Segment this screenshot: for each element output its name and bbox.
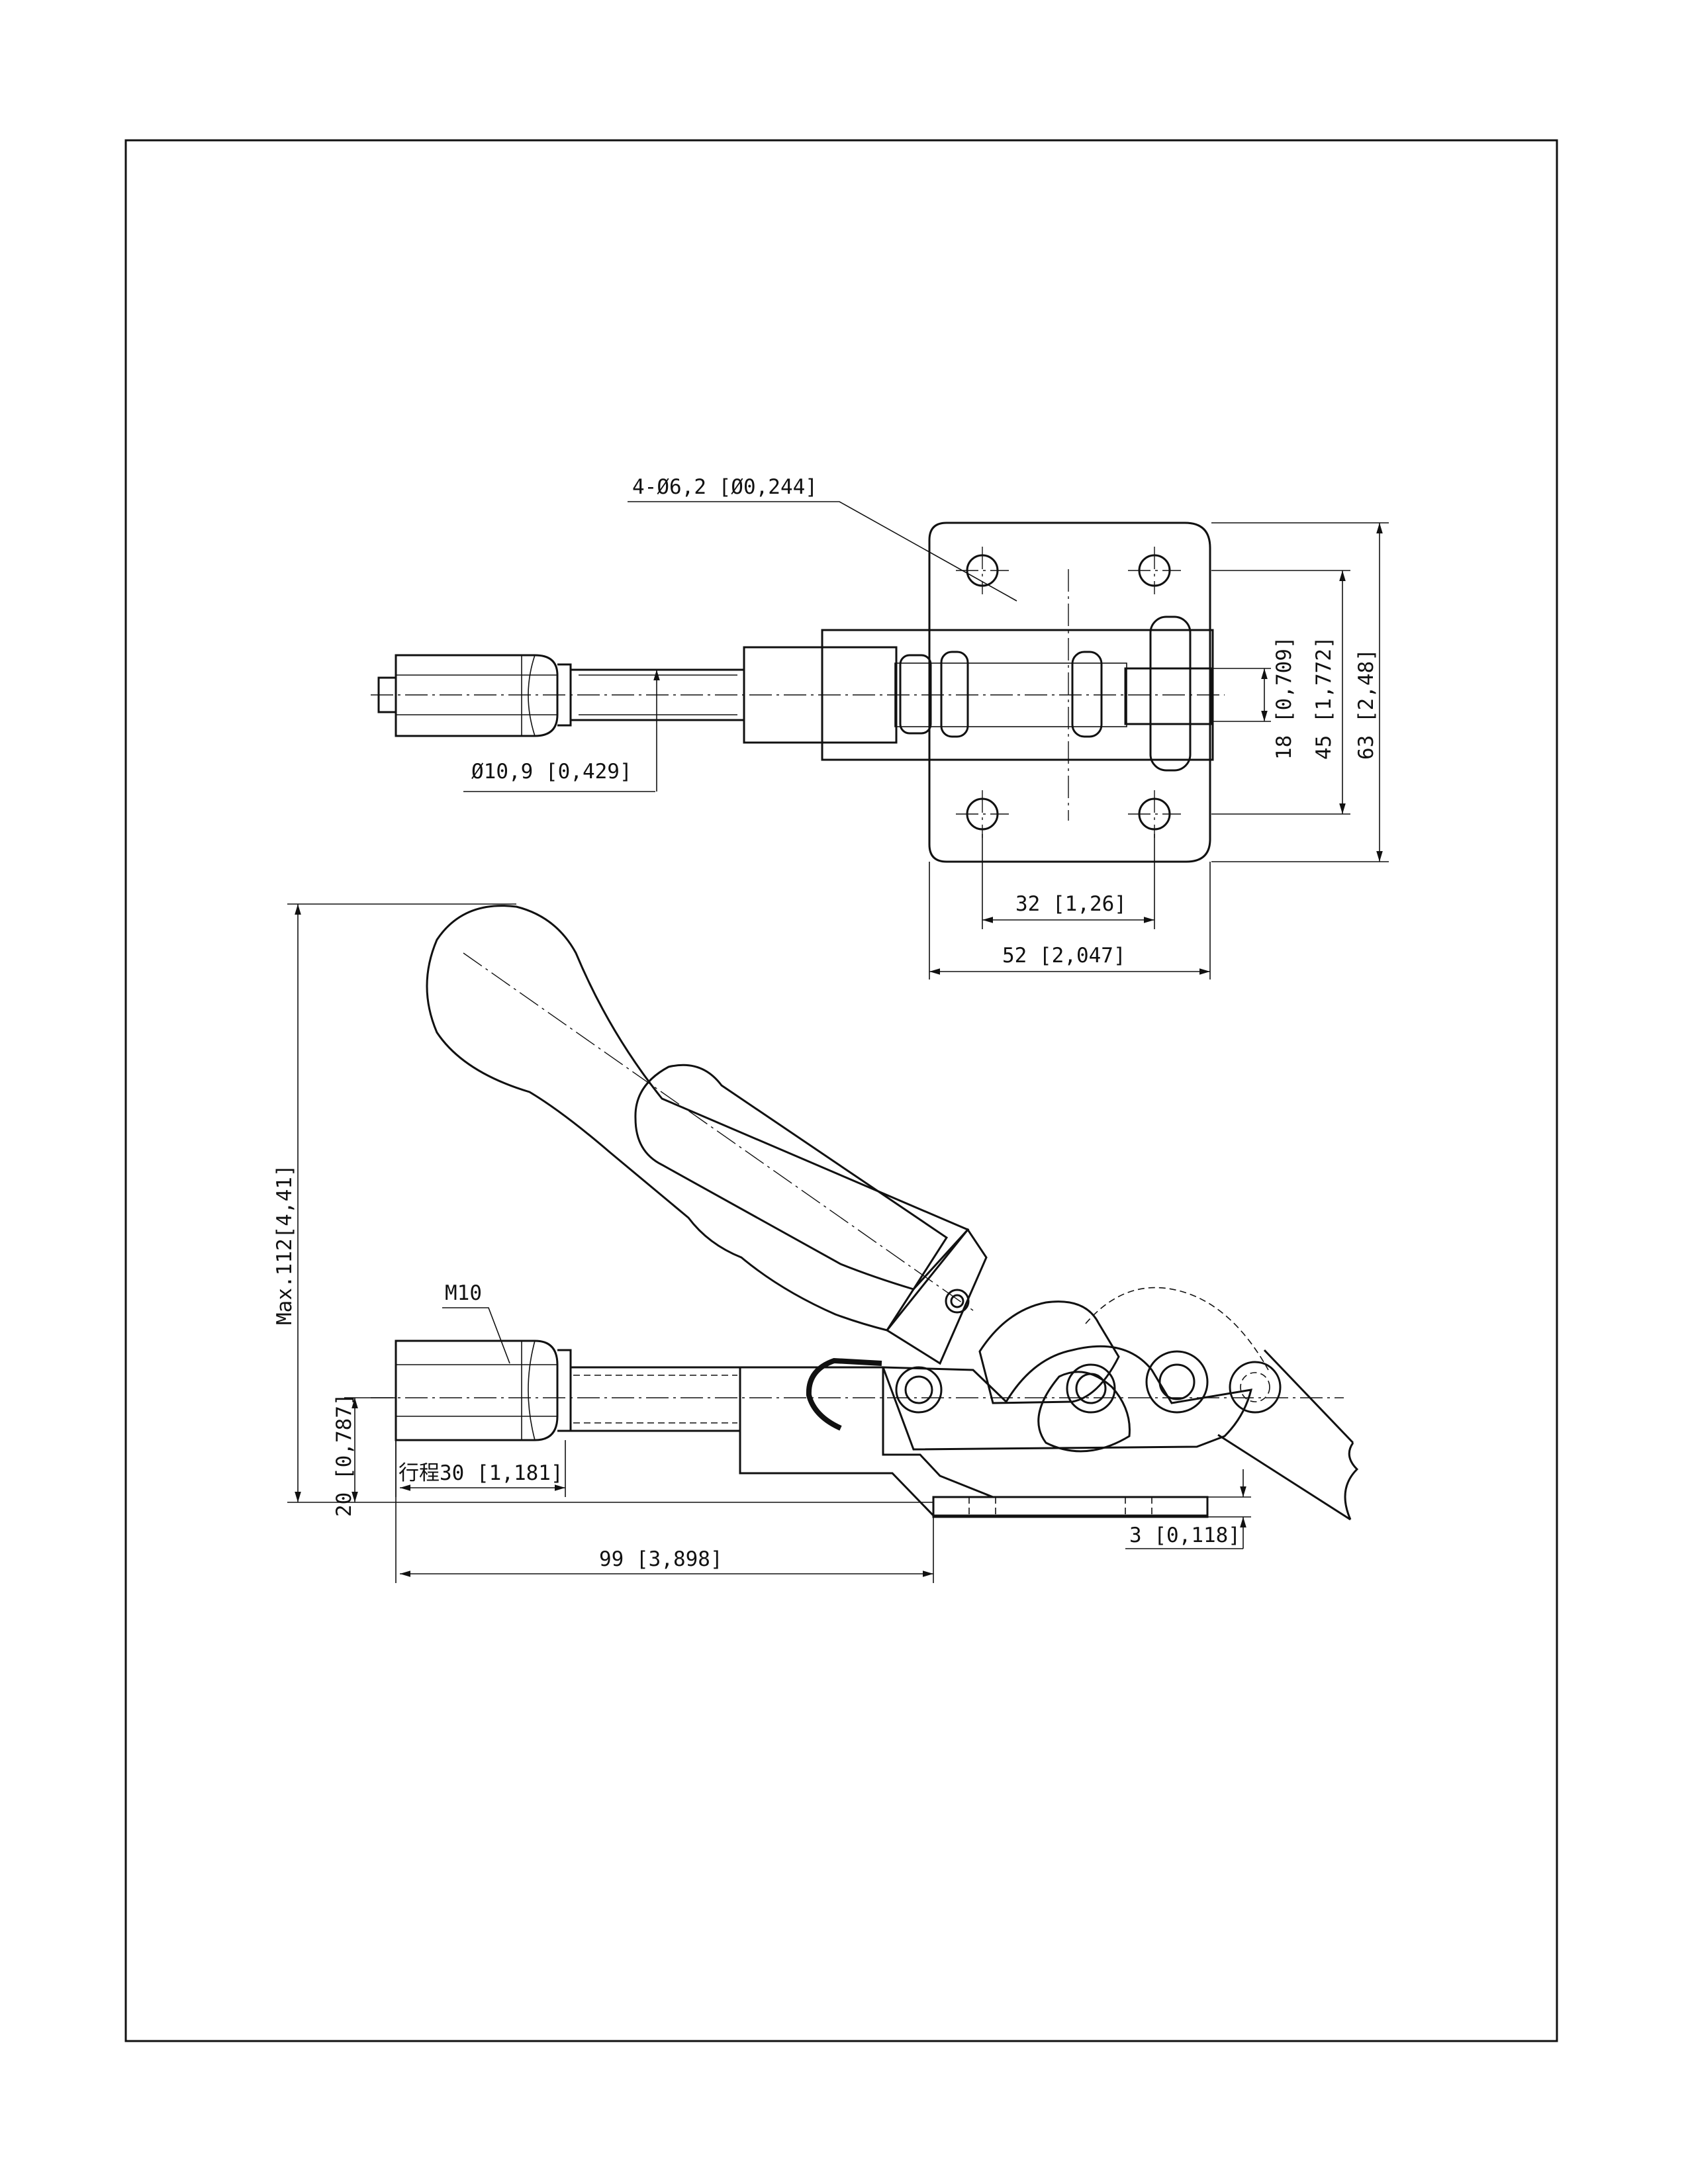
top-view: 4-Ø6,2 [Ø0,244] Ø10,9 [0,429] 18 [0,709]… [371, 475, 1389, 979]
overall-length-label: 99 [3,898] [599, 1547, 723, 1571]
hex-nut-top [377, 654, 572, 737]
rod-diameter-label: Ø10,9 [0,429] [471, 760, 632, 784]
dim-18-label: 18 [0,709] [1272, 636, 1296, 760]
dim-63-label: 63 [2,48] [1354, 649, 1378, 760]
rod-height-label: 20 [0,787] [332, 1393, 356, 1517]
max-height-label: Max.112[4,41] [273, 1164, 297, 1325]
thread-label: M10 [445, 1281, 482, 1305]
dim-45-label: 45 [1,772] [1312, 636, 1336, 760]
drawing-frame [124, 139, 1558, 2042]
base-thickness-label: 3 [0,118] [1129, 1524, 1241, 1547]
stroke-label: 行程30 [1,181] [399, 1461, 563, 1485]
handle-grip [426, 905, 970, 1332]
dim-32-label: 32 [1,26] [1015, 892, 1127, 916]
mounting-holes [956, 547, 1181, 838]
side-view: M10 Max.112[4,41] 20 [0,787] 行程30 [1,181… [273, 903, 1359, 1583]
retaining-clip [806, 1357, 882, 1431]
handle-slot [634, 1064, 949, 1291]
hole-spec-label: 4-Ø6,2 [Ø0,244] [632, 475, 818, 499]
dim-52-label: 52 [2,047] [1002, 944, 1126, 968]
plunger-rod-side [569, 1366, 741, 1432]
pivot-pins [895, 1350, 1282, 1414]
base-plate-outline [928, 522, 1211, 863]
hex-nut-side [395, 1340, 572, 1441]
